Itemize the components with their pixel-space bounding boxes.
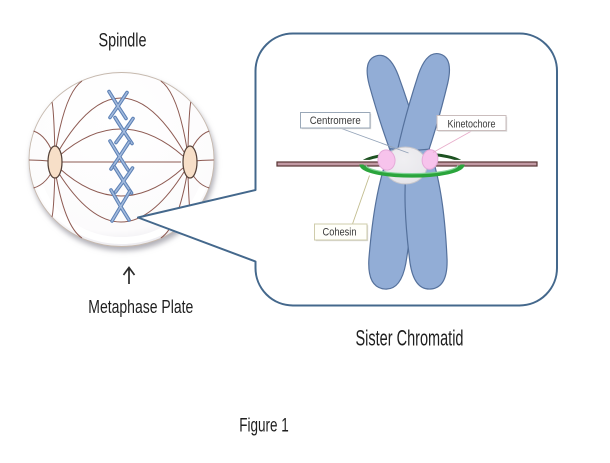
- svg-text:Spindle: Spindle: [99, 31, 147, 52]
- svg-text:Cohesin: Cohesin: [323, 226, 357, 238]
- svg-text:Metaphase Plate: Metaphase Plate: [88, 296, 193, 317]
- svg-text:Figure 1: Figure 1: [239, 416, 289, 437]
- svg-text:Sister Chromatid: Sister Chromatid: [356, 326, 464, 351]
- svg-text:Kinetochore: Kinetochore: [448, 118, 496, 130]
- svg-text:Centromere: Centromere: [310, 115, 361, 127]
